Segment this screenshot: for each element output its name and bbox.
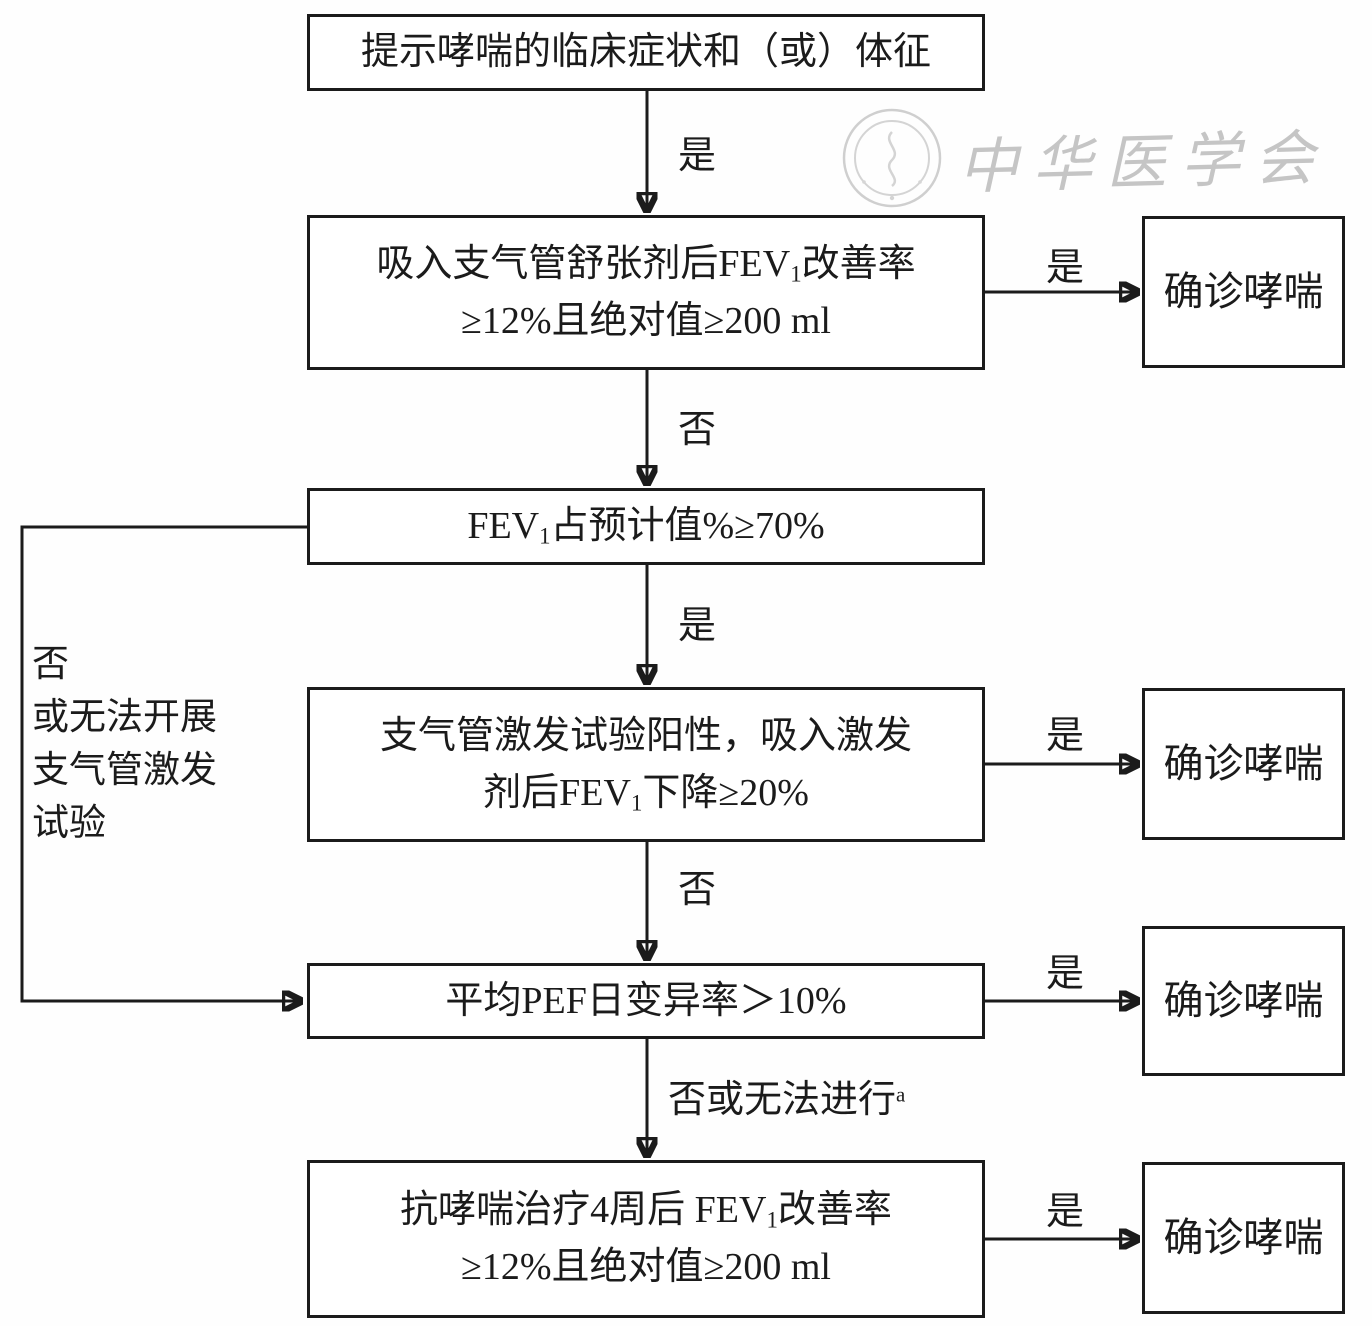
confirm-text: 确诊哮喘 bbox=[1163, 741, 1324, 786]
node-treatment-line2: ≥12%且绝对值≥200 ml bbox=[461, 1246, 831, 1288]
text-part: FEV bbox=[467, 505, 540, 547]
fev-subscript: 1 bbox=[766, 1207, 778, 1233]
edge-label-yes-bronchodilator: 是 bbox=[1046, 247, 1085, 289]
bypass-line: 或无法开展 bbox=[32, 697, 217, 738]
edge-label-yes-treatment: 是 bbox=[1046, 1191, 1085, 1233]
node-confirm-asthma-1: 确诊哮喘 bbox=[1142, 216, 1345, 368]
node-treatment-trial: 抗哮喘治疗4周后 FEV1改善率 ≥12%且绝对值≥200 ml bbox=[307, 1160, 985, 1318]
edge-label-bypass: 否 或无法开展 支气管激发 试验 bbox=[32, 638, 217, 850]
node-bronchodilator-test: 吸入支气管舒张剂后FEV1改善率 ≥12%且绝对值≥200 ml bbox=[307, 215, 985, 370]
edge-label-yes-fev: 是 bbox=[678, 605, 717, 647]
text-part: 抗哮喘治疗4周后 FEV bbox=[400, 1189, 767, 1231]
node-bronchodilator-line2: ≥12%且绝对值≥200 ml bbox=[461, 299, 831, 342]
node-provocation-line1: 支气管激发试验阳性，吸入激发 bbox=[379, 714, 912, 757]
footnote-marker: a bbox=[896, 1082, 906, 1107]
bypass-line: 支气管激发 bbox=[32, 750, 217, 791]
node-confirm-asthma-3: 确诊哮喘 bbox=[1142, 926, 1345, 1076]
node-pef-text: 平均PEF日变异率＞10% bbox=[445, 979, 847, 1022]
node-pef-variability: 平均PEF日变异率＞10% bbox=[307, 963, 985, 1039]
text-part: 改善率 bbox=[777, 1189, 892, 1231]
bypass-line: 试验 bbox=[32, 803, 106, 844]
edge-label-yes-start: 是 bbox=[678, 135, 717, 177]
node-confirm-asthma-2: 确诊哮喘 bbox=[1142, 688, 1345, 840]
node-provocation-line2: 剂后FEV1下降≥20% bbox=[483, 765, 809, 822]
text-part: 下降≥20% bbox=[642, 771, 809, 814]
node-bronchodilator-line1: 吸入支气管舒张剂后FEV1改善率 bbox=[376, 236, 915, 293]
watermark: 中华医学会 bbox=[840, 100, 1329, 215]
node-confirm-asthma-4: 确诊哮喘 bbox=[1142, 1162, 1345, 1314]
edge-label-no-provocation: 否 bbox=[678, 869, 717, 911]
confirm-text: 确诊哮喘 bbox=[1163, 978, 1324, 1023]
edge-label-yes-provocation: 是 bbox=[1046, 715, 1085, 757]
fev-subscript: 1 bbox=[630, 790, 643, 816]
fev-subscript: 1 bbox=[539, 523, 551, 549]
node-start: 提示哮喘的临床症状和（或）体征 bbox=[307, 14, 985, 91]
node-provocation-test: 支气管激发试验阳性，吸入激发 剂后FEV1下降≥20% bbox=[307, 687, 985, 842]
text-part: 剂后FEV bbox=[483, 771, 631, 814]
text-part: 改善率 bbox=[801, 242, 916, 285]
node-start-text: 提示哮喘的临床症状和（或）体征 bbox=[360, 31, 931, 73]
edge-label-no-bronchodilator: 否 bbox=[678, 409, 717, 451]
text-part: 吸入支气管舒张剂后FEV bbox=[376, 242, 791, 285]
arrow-fev-bypass-to-pef bbox=[20, 525, 307, 1001]
text-part: 否或无法进行 bbox=[668, 1079, 897, 1121]
bypass-line: 否 bbox=[32, 644, 69, 685]
text-part: 占预计值%≥70% bbox=[550, 505, 825, 547]
node-fev-predicted-text: FEV1占预计值%≥70% bbox=[467, 498, 824, 555]
node-treatment-line1: 抗哮喘治疗4周后 FEV1改善率 bbox=[400, 1182, 892, 1239]
fev-subscript: 1 bbox=[790, 261, 802, 287]
medical-association-seal-icon bbox=[842, 108, 942, 208]
edge-label-yes-pef: 是 bbox=[1046, 953, 1085, 995]
edge-label-no-or-unable: 否或无法进行a bbox=[668, 1068, 905, 1123]
confirm-text: 确诊哮喘 bbox=[1163, 1215, 1324, 1260]
node-fev-predicted: FEV1占预计值%≥70% bbox=[307, 488, 985, 565]
confirm-text: 确诊哮喘 bbox=[1163, 269, 1324, 314]
